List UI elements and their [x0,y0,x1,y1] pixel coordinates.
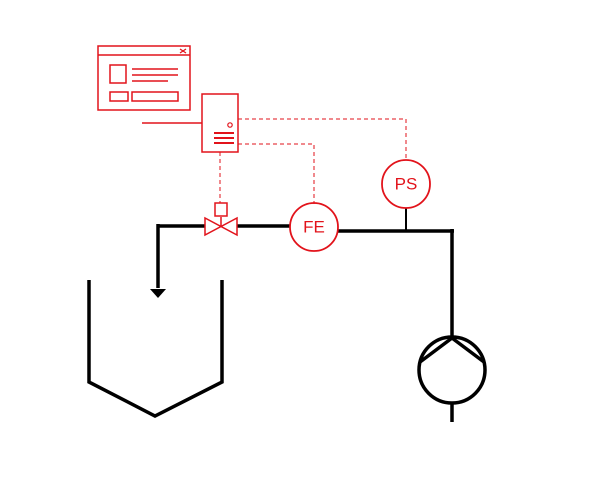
open-tank-icon [87,280,224,418]
flow-element-tag: FE [303,218,325,237]
hmi-window-icon [97,45,191,111]
pressure-switch-tag: PS [395,175,418,194]
flow-arrow-icon [150,289,166,298]
signal-lines [219,118,407,204]
centrifugal-pump-icon [417,335,487,405]
control-valve-icon [204,202,238,237]
controller-icon [201,93,239,153]
flow-element: FE [289,202,339,252]
process-piping [150,208,454,422]
pressure-switch: PS [381,159,431,209]
